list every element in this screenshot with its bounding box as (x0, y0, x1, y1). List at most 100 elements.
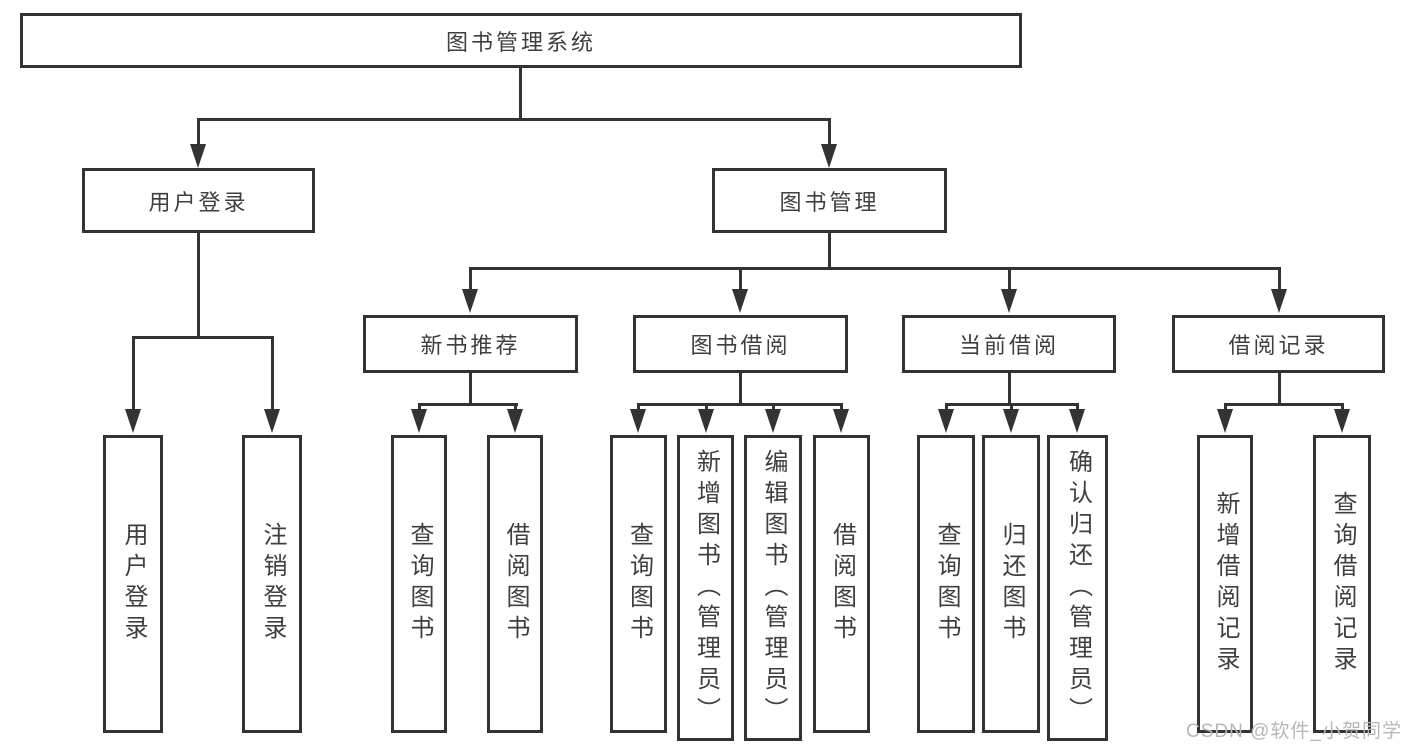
connector-arrow-to-borrow-query-book (630, 403, 646, 433)
connector-arrow-to-new-book-recommend (462, 267, 478, 313)
connector-arrow-to-borrow-borrow-book (833, 403, 849, 433)
arrow-shaft (196, 118, 200, 154)
node-current-borrowing: 当前借阅 (902, 315, 1116, 373)
node-book-borrowing: 图书借阅 (633, 315, 848, 373)
arrow-down-icon (1217, 409, 1233, 433)
node-new-book-recommend: 新书推荐 (363, 315, 578, 373)
connector-arrow-to-book-management (821, 118, 837, 168)
arrow-down-icon (507, 409, 523, 433)
arrow-shaft (827, 118, 831, 154)
arrow-down-icon (1069, 409, 1085, 433)
connector-book-borrowing-bar (637, 403, 843, 406)
connector-book-borrowing-stem (739, 373, 742, 406)
node-borrowing-records: 借阅记录 (1172, 315, 1385, 373)
connector-new-book-recommend-bar (418, 403, 518, 406)
arrow-shaft (1277, 267, 1281, 299)
leaf-borrow-borrow-book: 借阅图书 (813, 435, 870, 733)
node-root-label: 图书管理系统 (445, 29, 596, 55)
arrow-down-icon (1334, 409, 1350, 433)
arrow-down-icon (125, 409, 141, 433)
connector-book-management-stem (828, 233, 831, 270)
node-book-borrowing-label: 图书借阅 (690, 333, 791, 358)
node-book-management-label: 图书管理 (779, 189, 880, 215)
node-borrowing-records-label: 借阅记录 (1228, 333, 1329, 358)
arrow-down-icon (1271, 289, 1287, 313)
connector-arrow-to-current-confirm-return (1069, 403, 1085, 433)
connector-user-login-bar (132, 336, 274, 339)
connector-arrow-to-borrow-edit-book (765, 403, 781, 433)
leaf-borrow-add-book: 新增图书（管理员） (677, 435, 734, 741)
leaf-borrow-edit-book-label: 编辑图书（管理员） (760, 448, 787, 728)
leaf-borrow-edit-book: 编辑图书（管理员） (744, 435, 802, 741)
connector-current-borrowing-stem (1008, 373, 1011, 406)
leaf-logout-label: 注销登录 (259, 522, 286, 646)
leaf-current-return-book: 归还图书 (982, 435, 1040, 733)
connector-arrow-to-recommend-query-book (411, 403, 427, 433)
arrow-down-icon (765, 409, 781, 433)
arrow-shaft (131, 336, 135, 419)
arrow-down-icon (630, 409, 646, 433)
connector-arrow-to-user-login (190, 118, 206, 168)
leaf-records-add-record: 新增借阅记录 (1197, 435, 1253, 733)
leaf-borrow-query-book-label: 查询图书 (625, 522, 653, 646)
leaf-borrow-add-book-label: 新增图书（管理员） (692, 448, 720, 728)
arrow-down-icon (1003, 409, 1019, 433)
node-root-system: 图书管理系统 (20, 13, 1022, 68)
connector-arrow-to-current-return-book (1003, 403, 1019, 433)
leaf-borrow-borrow-book-label: 借阅图书 (828, 522, 856, 646)
node-book-management: 图书管理 (712, 168, 947, 233)
leaf-user-login-label: 用户登录 (120, 522, 147, 646)
arrow-down-icon (1001, 289, 1017, 313)
connector-book-management-bar (469, 267, 1281, 270)
connector-arrow-to-borrowing-records (1271, 267, 1287, 313)
leaf-recommend-query-book-label: 查询图书 (406, 522, 433, 646)
arrow-shaft (738, 267, 742, 299)
arrow-down-icon (821, 144, 837, 168)
connector-arrow-to-leaf-user-login (125, 336, 141, 433)
leaf-logout: 注销登录 (242, 435, 302, 733)
connector-arrow-to-book-borrowing (732, 267, 748, 313)
connector-arrow-to-current-borrowing (1001, 267, 1017, 313)
connector-borrowing-records-stem (1278, 373, 1281, 406)
arrow-down-icon (698, 409, 714, 433)
leaf-records-add-record-label: 新增借阅记录 (1212, 491, 1239, 677)
connector-borrowing-records-bar (1224, 403, 1344, 406)
arrow-shaft (270, 336, 274, 419)
connector-arrow-to-borrow-add-book (698, 403, 714, 433)
node-user-login: 用户登录 (82, 168, 315, 233)
leaf-recommend-query-book: 查询图书 (391, 435, 447, 733)
leaf-current-confirm-return-label: 确认归还（管理员） (1064, 448, 1092, 728)
connector-root-stem (519, 66, 522, 120)
arrow-down-icon (190, 144, 206, 168)
arrow-shaft (1007, 267, 1011, 299)
connector-user-login-stem (197, 233, 200, 339)
arrow-down-icon (411, 409, 427, 433)
leaf-current-query-book: 查询图书 (917, 435, 975, 733)
leaf-current-return-book-label: 归还图书 (998, 522, 1025, 646)
connector-arrow-to-records-query-record (1334, 403, 1350, 433)
leaf-user-login: 用户登录 (103, 435, 163, 733)
leaf-recommend-borrow-book: 借阅图书 (487, 435, 543, 733)
connector-arrow-to-current-query-book (938, 403, 954, 433)
arrow-shaft (468, 267, 472, 299)
node-new-book-recommend-label: 新书推荐 (420, 333, 521, 358)
leaf-current-query-book-label: 查询图书 (933, 522, 960, 646)
leaf-recommend-borrow-book-label: 借阅图书 (502, 522, 529, 646)
connector-arrow-to-records-add-record (1217, 403, 1233, 433)
arrow-down-icon (833, 409, 849, 433)
node-user-login-label: 用户登录 (148, 189, 249, 215)
arrow-down-icon (732, 289, 748, 313)
connector-new-book-recommend-stem (469, 373, 472, 406)
leaf-current-confirm-return: 确认归还（管理员） (1047, 435, 1108, 741)
connector-arrow-to-recommend-borrow-book (507, 403, 523, 433)
arrow-down-icon (462, 289, 478, 313)
arrow-down-icon (264, 409, 280, 433)
arrow-down-icon (938, 409, 954, 433)
leaf-records-query-record-label: 查询借阅记录 (1329, 491, 1356, 677)
leaf-records-query-record: 查询借阅记录 (1313, 435, 1371, 733)
csdn-watermark: CSDN @软件_小贺同学 (1186, 721, 1402, 742)
node-current-borrowing-label: 当前借阅 (958, 333, 1059, 358)
connector-arrow-to-leaf-logout (264, 336, 280, 433)
connector-root-bar (197, 118, 831, 121)
